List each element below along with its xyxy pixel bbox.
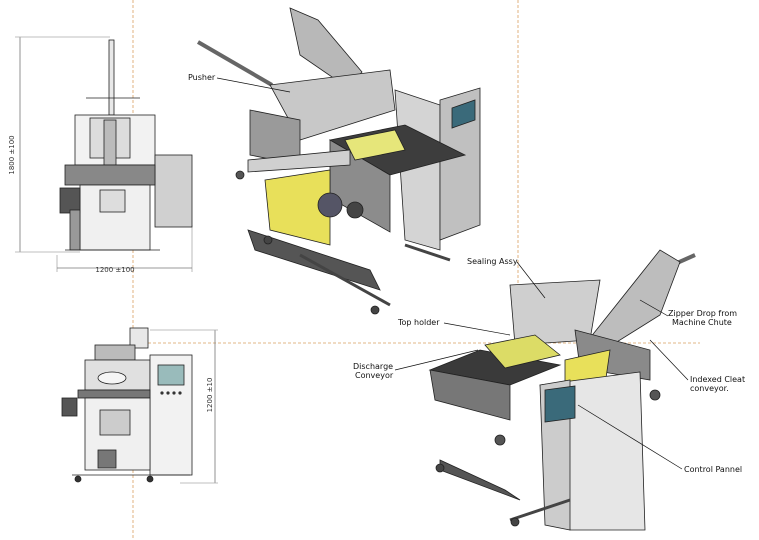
label-cleat-line1: Indexed Cleat	[690, 375, 745, 384]
side-height-dimension: 1200 ±10	[206, 378, 214, 413]
label-discharge-line1: Discharge	[353, 362, 393, 371]
label-cleat-line2: conveyor.	[690, 384, 729, 393]
label-top-holder: Top holder	[397, 318, 440, 327]
front-width-dimension: 1200 ±100	[95, 266, 134, 274]
leader-lines	[216, 77, 689, 470]
label-pusher: Pusher	[188, 73, 216, 82]
front-height-dimension: 1800 ±100	[8, 135, 16, 174]
control-buttons	[160, 391, 182, 395]
front-view	[15, 36, 193, 272]
label-control-panel: Control Pannel	[684, 465, 742, 474]
iso-machine-bottom	[428, 249, 696, 531]
label-discharge-line2: Conveyor	[355, 371, 394, 380]
label-zipper-line2: Machine Chute	[672, 318, 732, 327]
side-view	[61, 327, 218, 484]
label-sealing-assy: Sealing Assy	[467, 257, 518, 266]
iso-machine-top	[196, 7, 481, 315]
label-zipper-line1: Zipper Drop from	[668, 309, 737, 318]
